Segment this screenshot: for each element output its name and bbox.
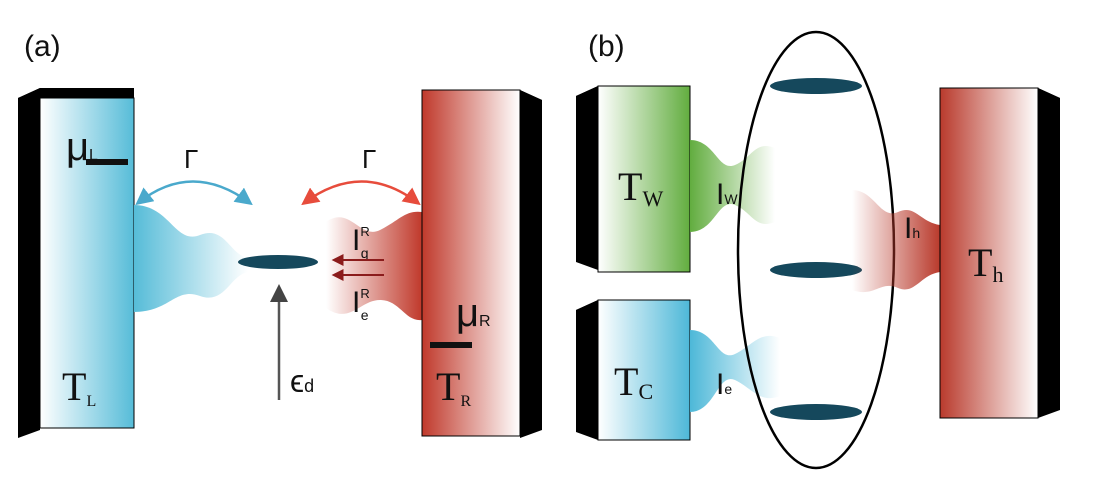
hot-lead-wave — [852, 190, 940, 293]
temp-work: TW — [618, 164, 663, 211]
gamma-right: Γ — [362, 144, 376, 174]
panel-b: (b) TW IW TC Ie Ih Th — [576, 30, 1060, 470]
gamma-left: Γ — [184, 144, 198, 174]
energy-level-top — [770, 78, 862, 94]
right-lead-wave — [326, 211, 422, 321]
work-lead-wave — [690, 140, 775, 232]
right-reservoir — [421, 89, 542, 438]
current-cold: Ie — [716, 368, 732, 401]
current-work: IW — [716, 178, 738, 211]
current-hot: Ih — [904, 212, 920, 245]
coupling-arrow-left — [135, 180, 253, 206]
mu-right-level — [430, 342, 472, 348]
temp-right: TR — [436, 364, 471, 410]
mu-left: μL — [66, 125, 98, 169]
mu-left-level — [86, 159, 128, 165]
left-lead-wave — [134, 205, 248, 312]
energy-arrow-head — [270, 284, 288, 302]
hot-reservoir — [939, 87, 1060, 419]
temp-cold: TC — [614, 359, 653, 404]
left-reservoir — [18, 88, 135, 438]
mu-right: μR — [456, 291, 491, 335]
panel-b-label: (b) — [588, 30, 625, 63]
temp-left: TL — [62, 364, 96, 410]
cold-reservoir — [576, 299, 691, 441]
panel-a-label: (a) — [24, 30, 61, 63]
energy-level-middle — [770, 262, 862, 278]
quantum-dot — [238, 255, 318, 269]
dot-level-label: ϵd — [290, 363, 314, 399]
cold-lead-wave — [690, 330, 780, 412]
coupling-arrow-right — [301, 180, 421, 206]
energy-level-bottom — [770, 404, 862, 420]
temp-hot: Th — [968, 240, 1003, 287]
